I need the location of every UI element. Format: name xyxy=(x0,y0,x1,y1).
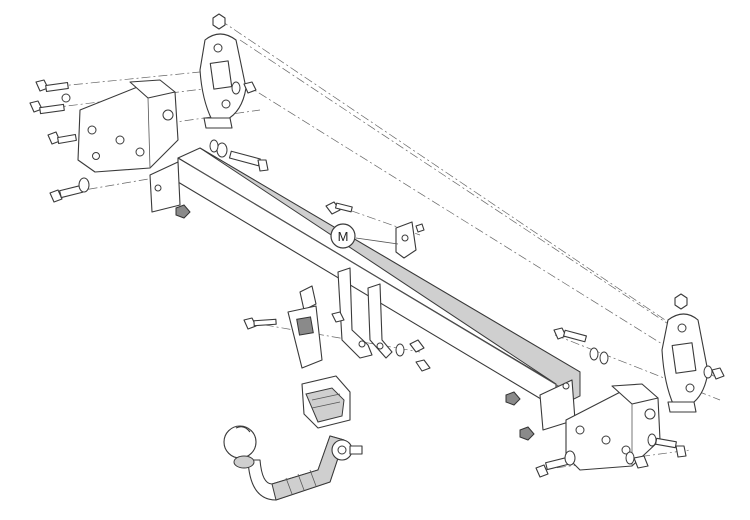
callout-m: M xyxy=(330,223,399,249)
tow-ball-neck xyxy=(223,425,363,501)
left-fasteners xyxy=(29,13,269,203)
neck-brackets xyxy=(331,267,431,372)
centre-bracket-m xyxy=(325,201,425,259)
bolt-left-5 xyxy=(209,139,269,172)
right-fasteners xyxy=(535,327,725,478)
right-side-bracket xyxy=(565,383,661,471)
socket-bracket xyxy=(243,285,323,369)
main-crossbar xyxy=(149,147,581,441)
bolt-left-2 xyxy=(29,100,65,115)
right-mounting-plate xyxy=(661,293,709,413)
bolt-right-2 xyxy=(535,450,576,478)
electrical-socket xyxy=(301,375,351,429)
bolt-right-1 xyxy=(553,327,609,365)
bolt-left-3 xyxy=(47,131,77,145)
bolt-right-4 xyxy=(625,451,649,469)
bolt-left-4 xyxy=(49,177,90,203)
left-side-bracket xyxy=(77,79,179,173)
bolt-right-3 xyxy=(647,433,687,458)
callout-label: M xyxy=(338,229,349,244)
bolt-left-1 xyxy=(35,79,71,103)
assembly-lines xyxy=(34,19,721,471)
left-mounting-plate xyxy=(199,33,247,129)
